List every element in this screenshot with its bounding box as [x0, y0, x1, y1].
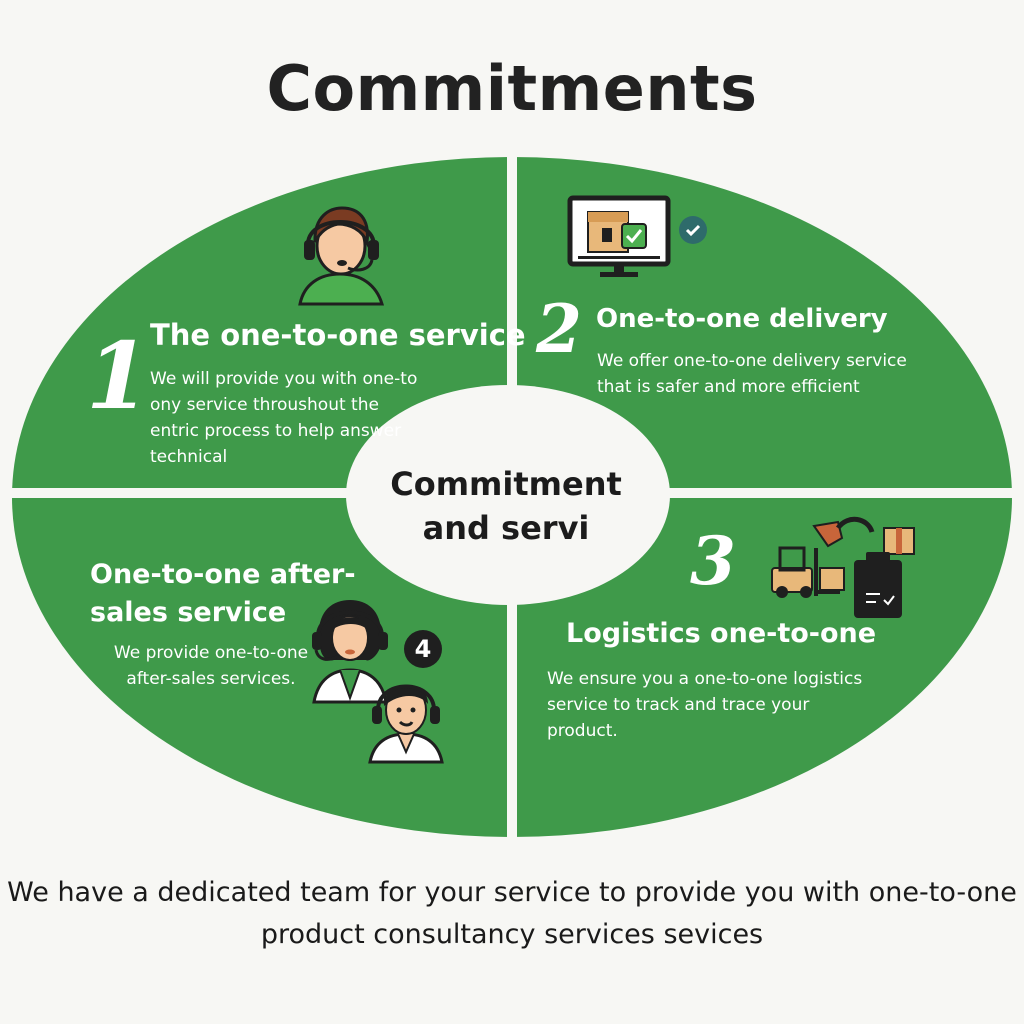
monitor-package-checkmark-icon: [567, 195, 671, 277]
page-title: Commitments: [266, 52, 758, 125]
quadrant-1-title: The one-to-one service: [150, 318, 526, 352]
quadrant-4-body: We provide one-to-one after-sales servic…: [113, 643, 309, 689]
quadrant-2-title: One-to-one delivery: [596, 304, 888, 334]
forklift-logistics-icon: [771, 516, 915, 618]
check-badge-icon: [679, 216, 707, 244]
center-ellipse: [346, 385, 670, 605]
step-4-badge: 4: [404, 630, 442, 668]
quadrant-3-title: Logistics one-to-one: [566, 618, 877, 649]
quadrant-4-title: One-to-one after-sales service: [90, 559, 356, 628]
support-agent-headset-icon: [298, 206, 385, 306]
quadrant-2-body: We offer one-to-one delivery service tha…: [597, 351, 907, 397]
quadrant-3-body: We ensure you a one-to-one logistics ser…: [547, 669, 863, 741]
quadrant-2-number: 2: [536, 290, 582, 368]
quadrant-1-number: 1: [86, 322, 151, 430]
female-agent-headset-icon: [312, 600, 388, 704]
male-agent-headset-icon: [368, 684, 444, 764]
footer-text: We have a dedicated team for your servic…: [7, 877, 1017, 950]
quadrant-3-number: 3: [690, 522, 736, 600]
quadrant-1-body: We will provide you with one-to ony serv…: [150, 369, 418, 467]
center-label: Commitment and servi: [390, 465, 622, 547]
